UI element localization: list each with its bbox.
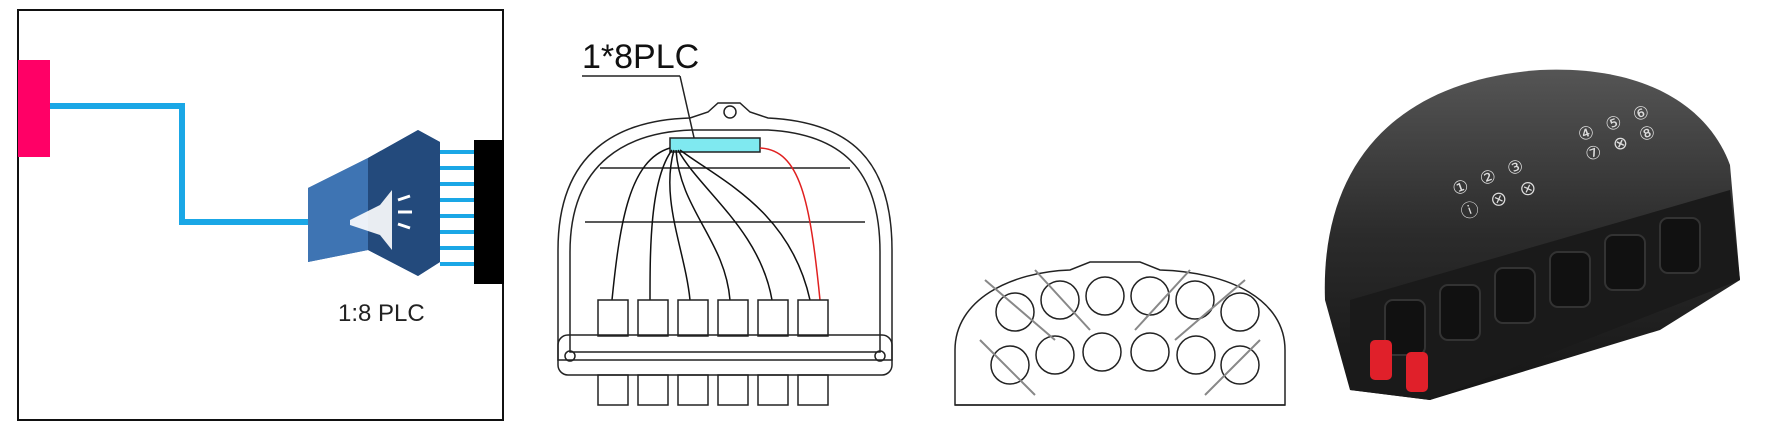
internal-fibers — [611, 147, 811, 301]
splitter-label: 1:8 PLC — [338, 300, 425, 327]
product-photo-panel: ① ② ③ ⓘ ⊗ ⊗ ④ ⑤ ⑥ ⑦ ⊗ ⑧ — [1310, 0, 1782, 439]
port-face-panel — [940, 0, 1300, 439]
internal-layout-panel: 1*8PLC — [540, 0, 920, 439]
port-row-bottom — [990, 332, 1260, 385]
output-fibers — [440, 150, 474, 266]
plc-schematic-panel: 1:8 PLC — [0, 0, 520, 439]
port-label: ⊗ — [1487, 186, 1515, 213]
port-face-outline — [954, 261, 1286, 406]
connector-ports — [1384, 217, 1701, 356]
input-connector-block — [18, 60, 50, 157]
plc-chip — [669, 137, 761, 153]
adapter-row — [597, 299, 829, 406]
title-pointer-line — [679, 75, 696, 143]
input-fiber-line — [50, 103, 312, 225]
red-dust-plugs — [1370, 340, 1428, 392]
port-face-drawing — [954, 261, 1286, 406]
plc-splitter-icon — [308, 130, 440, 276]
plc-schematic-diagram — [17, 9, 504, 421]
port-row-top — [995, 276, 1260, 332]
output-connector-bar — [474, 140, 504, 284]
product-photo — [1324, 69, 1740, 400]
plc-title-label: 1*8PLC — [582, 38, 700, 76]
input-fiber-red — [759, 147, 821, 301]
internal-layout-drawing — [557, 75, 893, 406]
cable-tie-marks — [979, 269, 1261, 396]
